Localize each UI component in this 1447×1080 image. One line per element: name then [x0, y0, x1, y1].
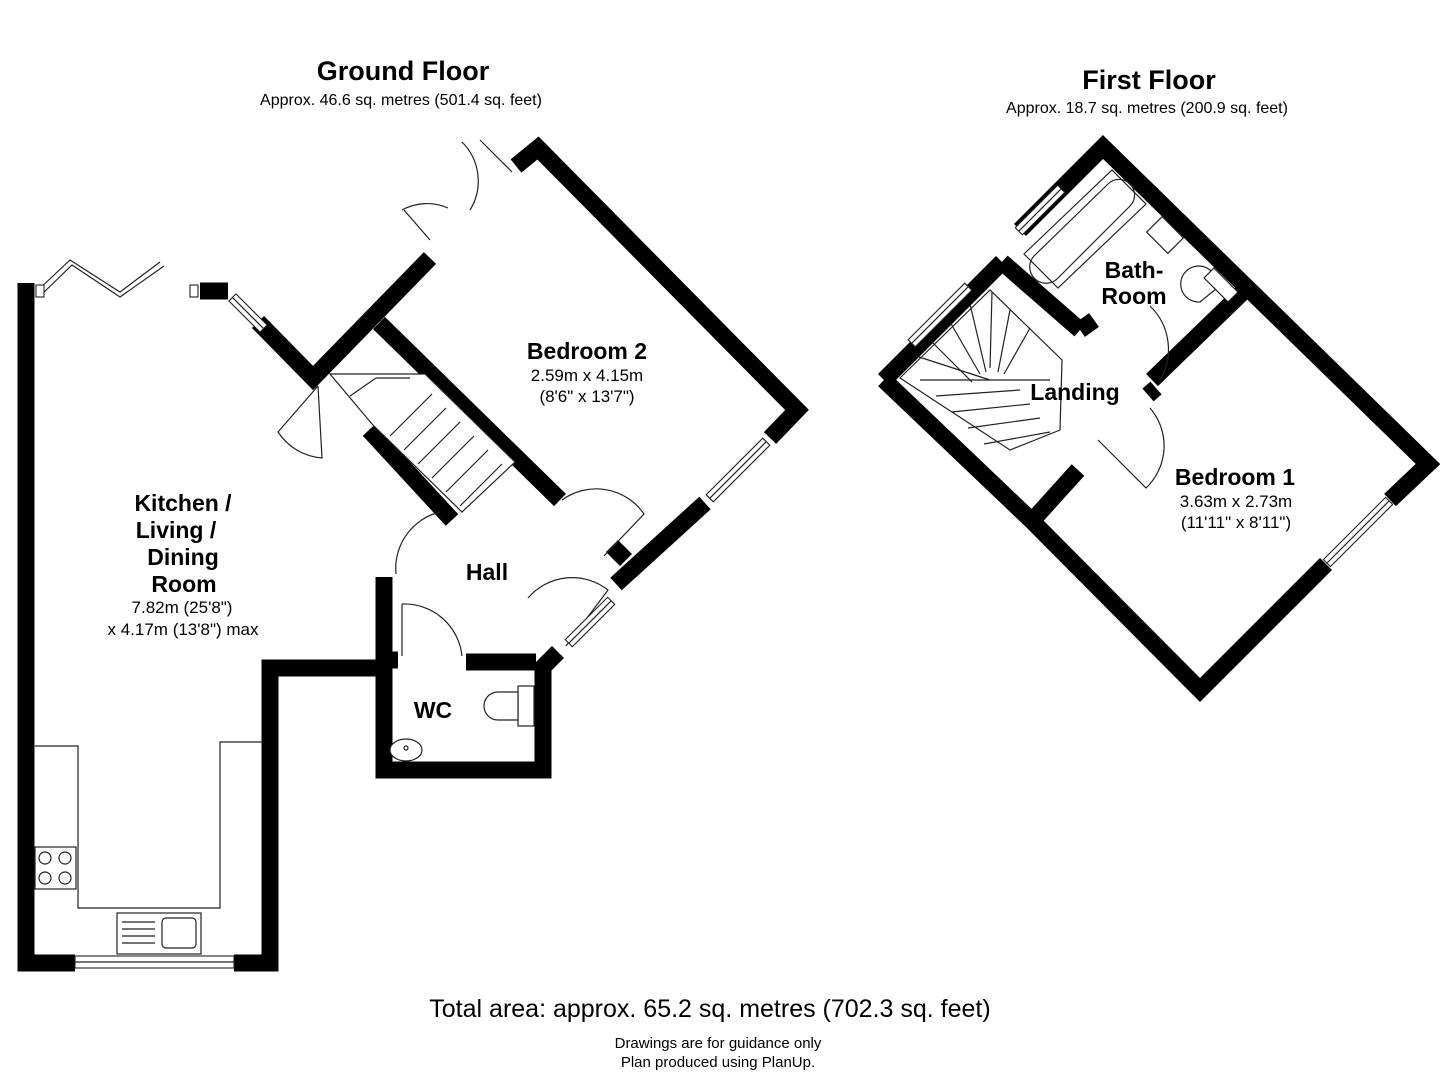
bedroom2-walls [510, 136, 809, 591]
bedroom2-dims-line-1: 2.59m x 4.15m [531, 366, 643, 385]
wc-walls [375, 577, 565, 779]
bath-icon [1023, 169, 1147, 289]
landing-window [907, 282, 973, 348]
front-double-doors [401, 139, 513, 241]
kitchen-label-line-2: Living / [136, 517, 217, 543]
bedroom2-dims-line-2: (8'6" x 13'7") [539, 387, 634, 406]
footer-note-1: Drawings are for guidance only [615, 1035, 822, 1052]
hall-window [564, 596, 616, 648]
total-area: Total area: approx. 65.2 sq. metres (702… [429, 995, 990, 1023]
ground-stairs [328, 373, 516, 513]
landing-label: Landing [1030, 379, 1119, 405]
first-floor-outer-walls [877, 135, 1441, 703]
bathroom-label-line-2: Room [1101, 283, 1166, 309]
first-floor-title: First Floor [1082, 65, 1216, 95]
hall-door-left [395, 511, 441, 575]
stair-wall-lower [362, 424, 459, 526]
kitchen-label-line-1: Kitchen / [134, 490, 232, 516]
first-floor-plan [877, 135, 1441, 703]
bathroom-window [1014, 184, 1066, 236]
first-floor-area: Approx. 18.7 sq. metres (200.9 sq. feet) [1006, 100, 1288, 117]
kitchen-window-top [228, 293, 268, 333]
bedroom2-label: Bedroom 2 [527, 338, 647, 364]
kitchen-walls [17, 283, 381, 972]
kitchen-dims-line-2: x 4.17m (13'8") max [108, 620, 259, 639]
kitchen-label-line-4: Room [151, 571, 216, 597]
landing-partition [1142, 381, 1162, 402]
bathroom-toilet-icon [1180, 265, 1239, 303]
bathroom-basin-icon [1145, 215, 1185, 255]
bathroom-inner-wall [996, 255, 1251, 387]
kitchen-label-line-3: Dining [147, 544, 219, 570]
bedroom1-window [1322, 496, 1394, 568]
bedroom1-dims-line-1: 3.63m x 2.73m [1180, 492, 1292, 511]
ground-floor-plan [17, 136, 809, 972]
kitchen-stair-door [277, 385, 323, 459]
first-floor-stairs [899, 289, 1063, 451]
kitchen-worktop [35, 741, 262, 909]
kitchen-diagonal-wall [251, 252, 437, 391]
bedroom2-window [705, 437, 771, 503]
bedroom1-dims-line-2: (11'11" x 8'11") [1181, 513, 1291, 532]
stair-wall-upper [373, 316, 566, 507]
bathroom-door [1149, 305, 1170, 381]
ground-floor-title: Ground Floor [317, 56, 490, 86]
hall-label: Hall [466, 559, 508, 585]
bifold-door-symbol [35, 259, 161, 293]
footer-note-2: Plan produced using PlanUp. [621, 1054, 815, 1071]
wc-basin-icon [389, 738, 423, 762]
wc-label: WC [414, 697, 452, 723]
kitchen-dims-line-1: 7.82m (25'8") [132, 598, 233, 617]
bedroom2-door [561, 488, 645, 557]
kitchen-sink-icon [116, 912, 202, 955]
ground-floor-area: Approx. 46.6 sq. metres (501.4 sq. feet) [260, 92, 542, 109]
hall-front-door [527, 577, 609, 647]
hob-icon [34, 846, 77, 890]
bedroom1-door [1097, 407, 1165, 489]
wc-door [401, 603, 463, 657]
kitchen-window-bottom [74, 955, 235, 969]
bedroom1-label: Bedroom 1 [1175, 464, 1295, 490]
toilet-icon [483, 685, 535, 727]
bedroom2-partition [605, 539, 633, 567]
bathroom-label-line-1: Bath- [1105, 257, 1164, 283]
